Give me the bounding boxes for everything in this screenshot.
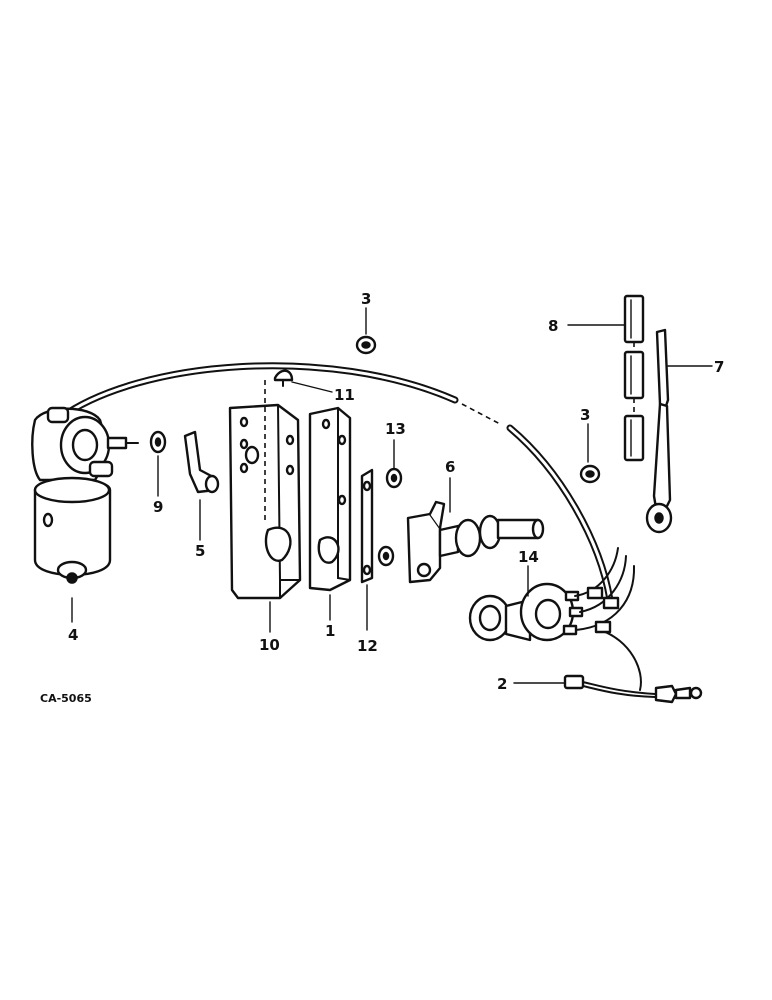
callout-3-lower: 3 [580,406,590,424]
washer-9 [149,430,167,454]
callout-1: 1 [325,622,335,640]
link-bracket-5 [183,430,220,494]
grommet-3-lower [579,464,601,484]
screw-11 [264,369,294,520]
nut-13 [377,467,403,567]
pivot-shaft-6 [406,500,545,584]
callout-9: 9 [153,498,163,516]
callout-14: 14 [518,548,539,566]
grommet-3-upper [355,335,377,355]
callout-3-upper: 3 [361,290,371,308]
wiper-arm-7 [645,328,673,534]
callout-7: 7 [714,358,724,376]
leader-lines [71,307,713,684]
callout-6: 6 [445,458,455,476]
callout-12: 12 [357,637,378,655]
drawing-code: CA-5065 [40,692,92,705]
callout-13: 13 [385,420,406,438]
wiper-blade-8 [623,294,645,462]
callout-labels: 4 9 5 10 11 1 12 13 6 14 3 3 8 7 2 [68,290,724,693]
switch-14 [468,582,584,642]
callout-8: 8 [548,317,558,335]
callout-11: 11 [334,386,355,404]
callout-5: 5 [195,542,205,560]
strip-12 [360,468,374,584]
plate-1 [308,406,352,592]
wire-harness [574,547,642,691]
callout-10: 10 [259,636,280,654]
callout-2: 2 [497,675,507,693]
callout-4: 4 [68,626,78,644]
connector-2 [563,674,703,704]
wiper-motor [31,406,139,584]
